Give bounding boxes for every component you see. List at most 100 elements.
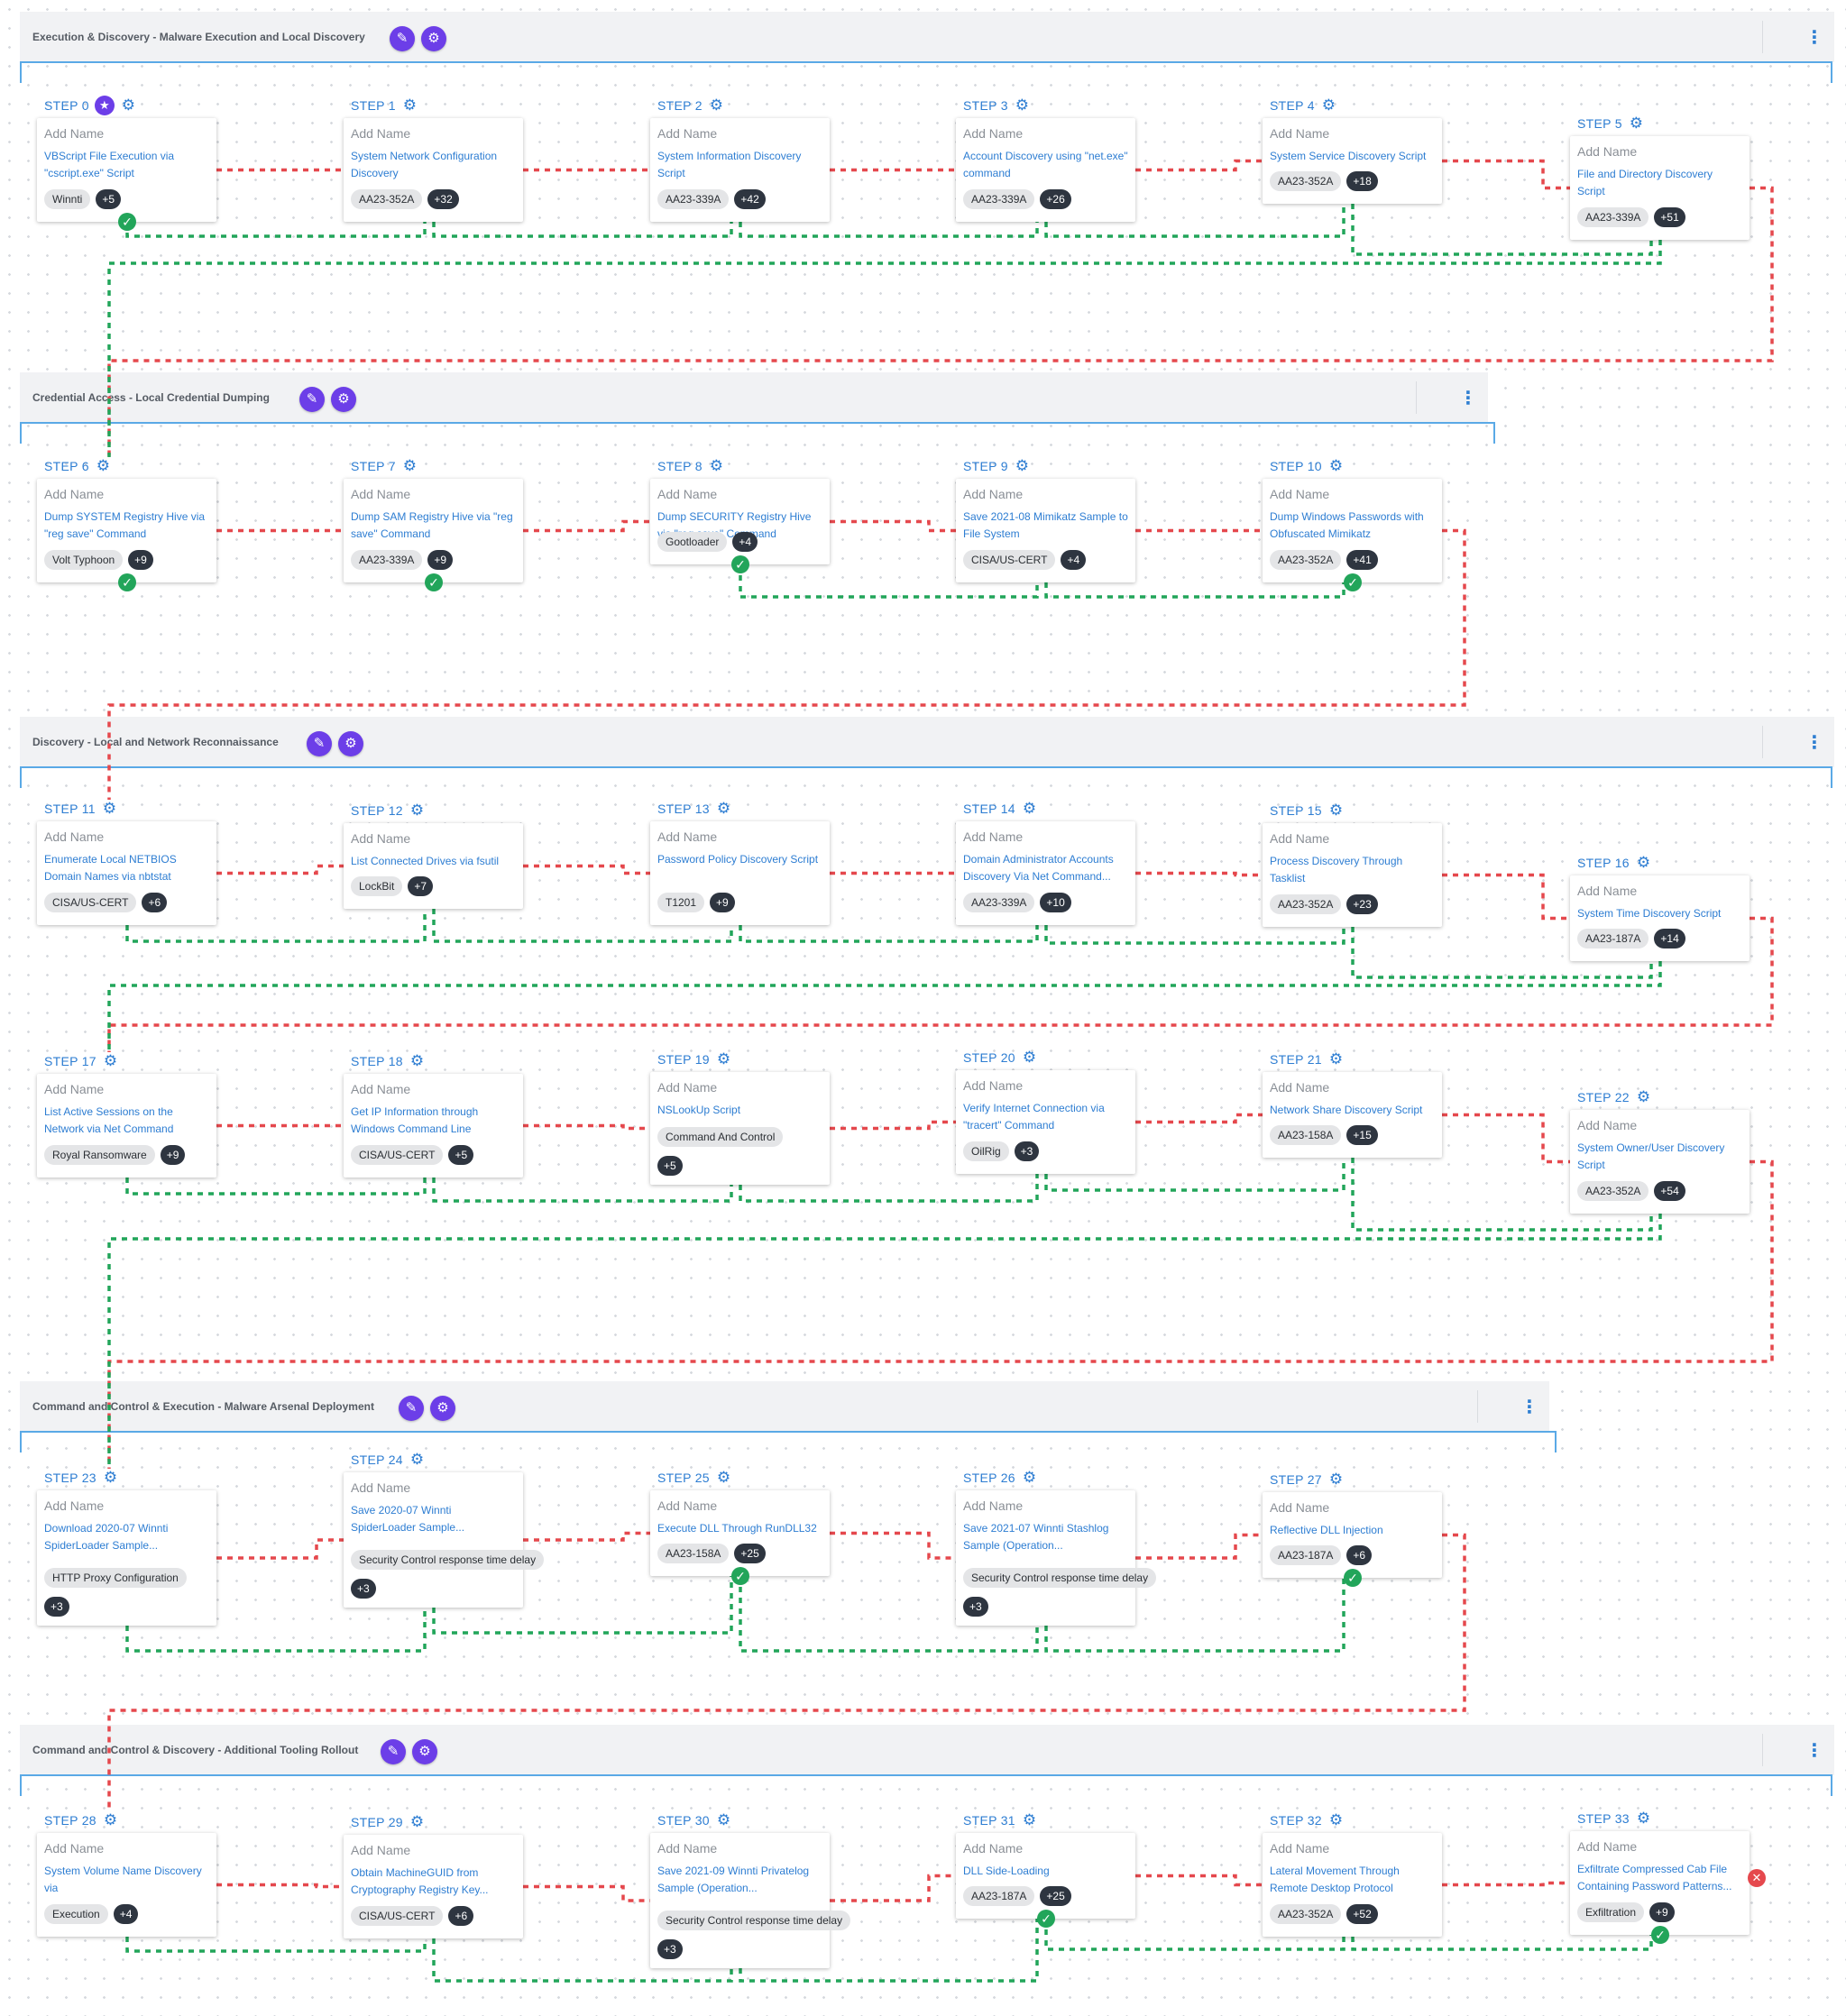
more-tags-badge[interactable]: +51 (1654, 207, 1685, 227)
gear-icon[interactable]: ⚙ (1022, 1049, 1037, 1066)
action-link[interactable]: Dump SYSTEM Registry Hive via "reg save"… (44, 510, 206, 540)
step-name-field[interactable]: Add Name (1270, 1500, 1330, 1515)
gear-icon[interactable]: ⚙ (1636, 1810, 1651, 1827)
action-link[interactable]: Exfiltrate Compressed Cab File Containin… (1577, 1863, 1732, 1892)
more-tags-badge[interactable]: +5 (448, 1145, 474, 1165)
more-tags-badge[interactable]: +9 (160, 1145, 186, 1165)
more-tags-badge[interactable]: +9 (128, 550, 153, 570)
gear-icon[interactable]: ⚙ (716, 800, 731, 817)
step-name-field[interactable]: Add Name (44, 829, 105, 844)
more-tags-badge[interactable]: +9 (710, 893, 735, 912)
step-name-field[interactable]: Add Name (351, 1843, 411, 1857)
more-tags-badge[interactable]: +18 (1346, 171, 1378, 191)
more-tags-badge[interactable]: +3 (963, 1597, 988, 1617)
gear-icon[interactable]: ⚙ (716, 1469, 731, 1486)
tag-chip[interactable]: AA23-339A (1577, 207, 1649, 227)
step-name-field[interactable]: Add Name (351, 487, 411, 501)
more-tags-badge[interactable]: +54 (1654, 1181, 1685, 1201)
more-tags-badge[interactable]: +3 (657, 1939, 683, 1959)
action-link[interactable]: Execute DLL Through RunDLL32 (657, 1522, 817, 1535)
action-link[interactable]: Domain Administrator Accounts Discovery … (963, 853, 1114, 883)
action-link[interactable]: Download 2020-07 Winnti SpiderLoader Sam… (44, 1522, 169, 1552)
action-link[interactable]: Network Share Discovery Script (1270, 1104, 1423, 1116)
gear-icon[interactable]: ⚙ (1328, 1811, 1344, 1828)
tag-chip[interactable]: Command And Control (657, 1127, 784, 1147)
step-name-field[interactable]: Add Name (657, 829, 718, 844)
more-tags-badge[interactable]: +6 (1346, 1545, 1373, 1565)
action-link[interactable]: Password Policy Discovery Script (657, 853, 819, 866)
step-name-field[interactable]: Add Name (1270, 487, 1330, 501)
kebab-menu-icon[interactable]: ⋮ (1805, 1741, 1823, 1761)
tag-chip[interactable]: CISA/US-CERT (963, 550, 1056, 570)
gear-icon[interactable]: ⚙ (409, 1052, 425, 1069)
step-name-field[interactable]: Add Name (963, 1498, 1024, 1513)
action-link[interactable]: Verify Internet Connection via "tracert"… (963, 1102, 1105, 1132)
more-tags-badge[interactable]: +3 (44, 1597, 69, 1617)
gear-icon[interactable]: ⚙ (409, 1813, 425, 1830)
tag-chip[interactable]: Winnti (44, 189, 91, 209)
step-name-field[interactable]: Add Name (351, 1082, 411, 1096)
gear-icon[interactable]: ⚙ (1321, 96, 1336, 114)
step-name-field[interactable]: Add Name (1577, 144, 1638, 159)
step-name-field[interactable]: Add Name (44, 1082, 105, 1096)
more-tags-badge[interactable]: +4 (1061, 550, 1087, 570)
more-tags-badge[interactable]: +3 (351, 1579, 376, 1599)
gear-icon[interactable]: ⚙ (402, 96, 418, 114)
more-tags-badge[interactable]: +9 (1649, 1902, 1675, 1922)
action-link[interactable]: System Information Discovery Script (657, 150, 802, 179)
tag-chip[interactable]: AA23-339A (351, 550, 423, 570)
action-link[interactable]: File and Directory Discovery Script (1577, 168, 1713, 197)
gear-icon[interactable]: ⚙ (709, 457, 724, 474)
gear-icon[interactable]: ⚙ (409, 1451, 425, 1468)
step-name-field[interactable]: Add Name (351, 1480, 411, 1495)
gear-icon[interactable]: ⚙ (421, 26, 446, 51)
step-name-field[interactable]: Add Name (44, 1841, 105, 1856)
gear-icon[interactable]: ⚙ (409, 802, 425, 819)
more-tags-badge[interactable]: +4 (113, 1904, 139, 1924)
tag-chip[interactable]: Volt Typhoon (44, 550, 124, 570)
step-name-field[interactable]: Add Name (657, 1498, 718, 1513)
step-name-field[interactable]: Add Name (657, 126, 718, 141)
step-name-field[interactable]: Add Name (1577, 1839, 1638, 1854)
gear-icon[interactable]: ⚙ (709, 96, 724, 114)
action-link[interactable]: Account Discovery using "net.exe" comman… (963, 150, 1128, 179)
star-icon[interactable]: ★ (94, 96, 115, 115)
more-tags-badge[interactable]: +7 (408, 876, 434, 896)
more-tags-badge[interactable]: +14 (1654, 929, 1685, 948)
tag-chip[interactable]: HTTP Proxy Configuration (44, 1568, 187, 1588)
more-tags-badge[interactable]: +42 (734, 189, 766, 209)
more-tags-badge[interactable]: +10 (1040, 893, 1071, 912)
gear-icon[interactable]: ⚙ (1022, 800, 1037, 817)
kebab-menu-icon[interactable]: ⋮ (1805, 733, 1823, 753)
gear-icon[interactable]: ⚙ (716, 1050, 731, 1068)
more-tags-badge[interactable]: +6 (142, 893, 168, 912)
gear-icon[interactable]: ⚙ (1328, 1050, 1344, 1068)
step-name-field[interactable]: Add Name (963, 829, 1024, 844)
action-link[interactable]: Lateral Movement Through Remote Desktop … (1270, 1865, 1400, 1894)
step-name-field[interactable]: Add Name (963, 1841, 1024, 1856)
gear-icon[interactable]: ⚙ (716, 1811, 731, 1828)
gear-icon[interactable]: ⚙ (1022, 1811, 1037, 1828)
step-name-field[interactable]: Add Name (963, 487, 1024, 501)
step-name-field[interactable]: Add Name (657, 487, 718, 501)
gear-icon[interactable]: ⚙ (402, 457, 418, 474)
action-link[interactable]: Reflective DLL Injection (1270, 1524, 1383, 1536)
action-link[interactable]: Obtain MachineGUID from Cryptography Reg… (351, 1866, 489, 1896)
tag-chip[interactable]: AA23-339A (963, 893, 1035, 912)
tag-chip[interactable]: OilRig (963, 1141, 1009, 1161)
